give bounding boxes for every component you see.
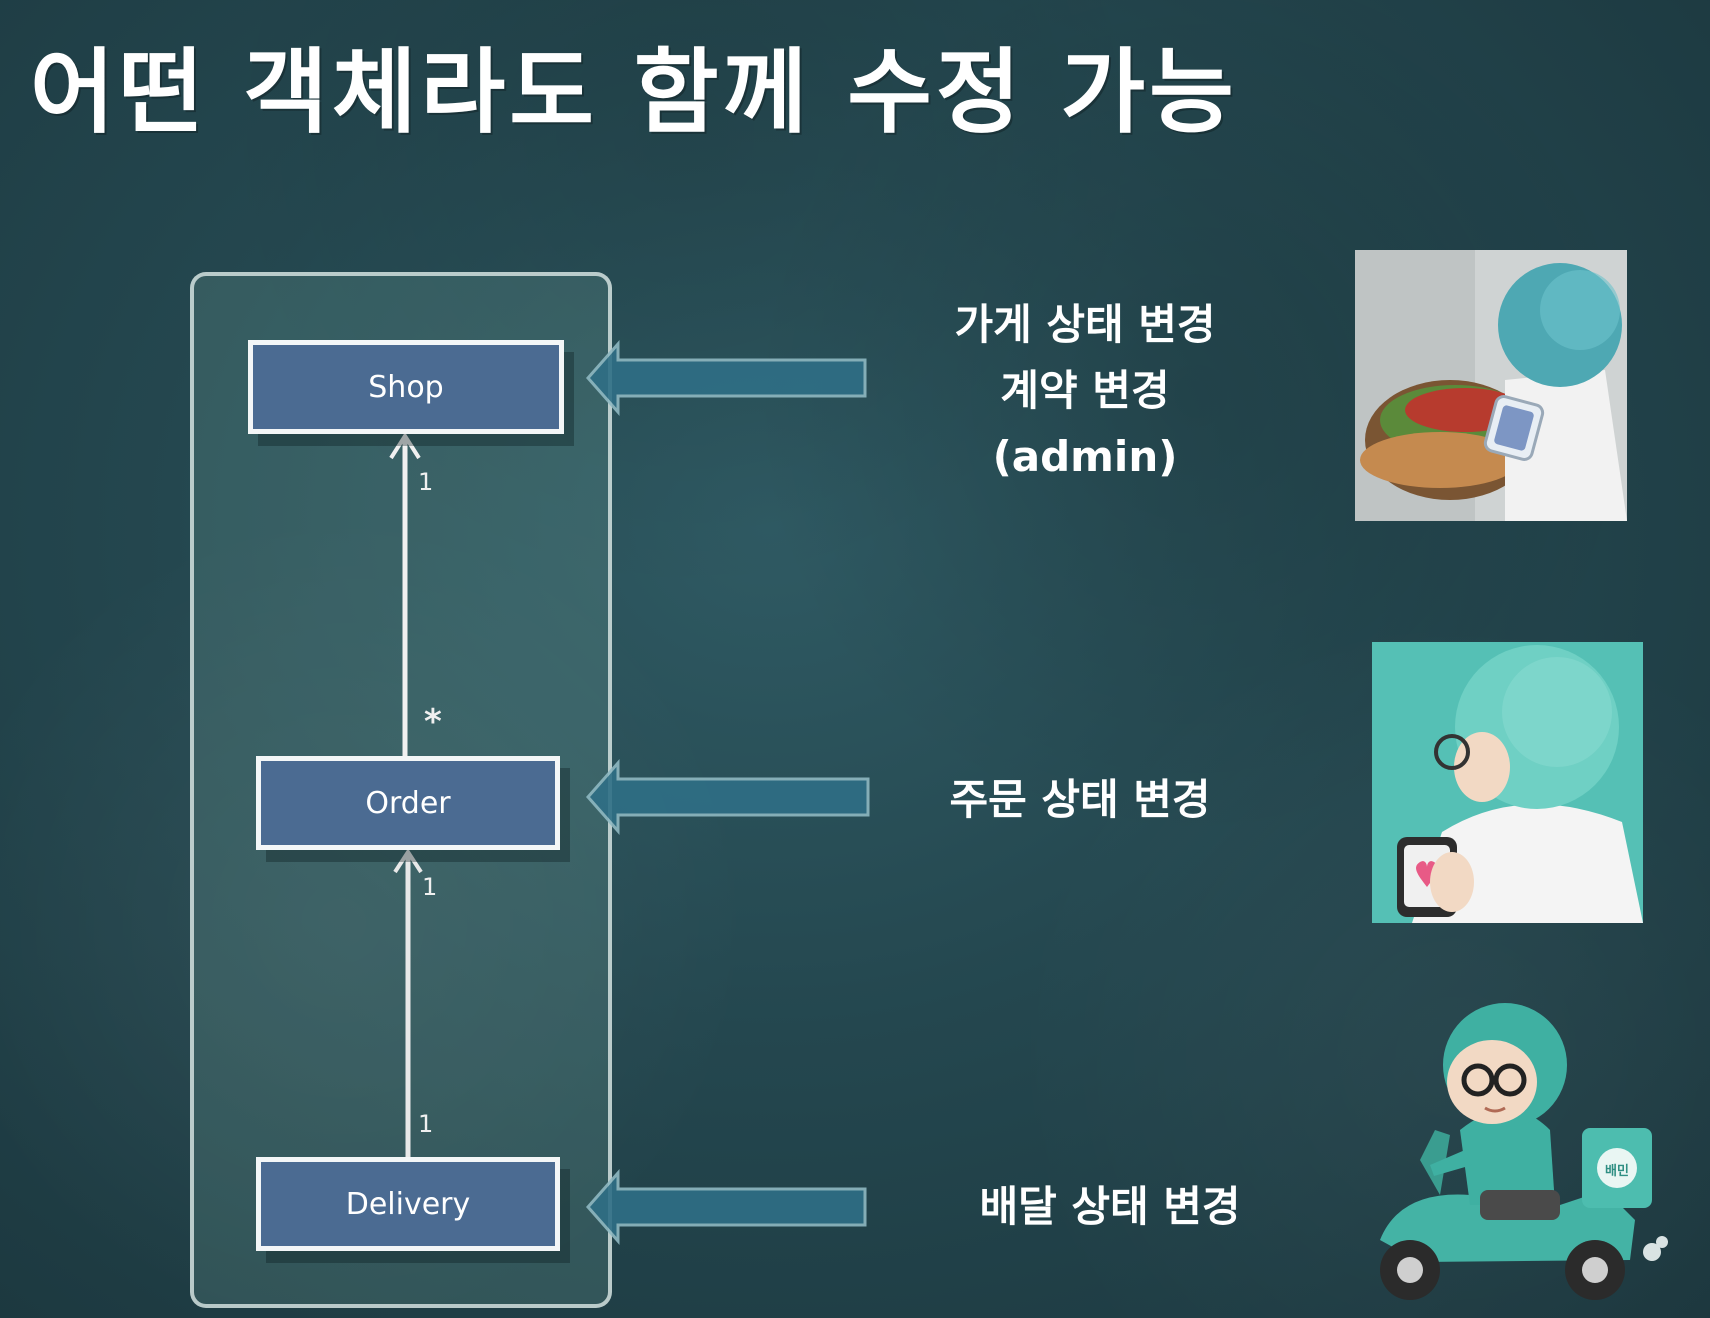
order-pointer-arrow [585, 759, 870, 835]
delivery-entity: Delivery [256, 1157, 560, 1251]
multiplicity-delivery-end: 1 [418, 1110, 434, 1138]
shop-pointer-arrow [585, 340, 867, 416]
shop-caption-line2: 계약 변경 [1000, 366, 1170, 415]
shop-caption-line1: 가게 상태 변경 [954, 300, 1216, 349]
page-title: 어떤 객체라도 함께 수정 가능 [30, 39, 1238, 146]
delivery-pointer-arrow [585, 1169, 867, 1245]
shop-entity: Shop [248, 340, 564, 434]
admin-character-icon [1355, 250, 1627, 521]
multiplicity-order-end: 1 [422, 873, 438, 901]
shop-caption-line3: (admin) [992, 432, 1178, 481]
delivery-rider-icon [1380, 1003, 1668, 1300]
customer-illustration [1372, 642, 1643, 923]
delivery-entity-label: Delivery [345, 1186, 471, 1222]
order-arrowhead [393, 848, 423, 874]
shop-entity-label: Shop [368, 369, 444, 405]
order-caption: 주문 상태 변경 [915, 767, 1245, 833]
admin-illustration [1355, 250, 1627, 521]
order-entity: Order [256, 756, 560, 850]
shop-caption: 가게 상태 변경 계약 변경 (admin) [920, 292, 1250, 490]
multiplicity-order-many: * [424, 702, 442, 742]
scooter-box-label: 배민 [1605, 1164, 1629, 1179]
delivery-caption: 배달 상태 변경 [945, 1174, 1275, 1240]
shop-arrowhead [389, 432, 421, 460]
order-entity-label: Order [365, 785, 451, 821]
delivery-caption-text: 배달 상태 변경 [979, 1182, 1241, 1231]
multiplicity-shop-end: 1 [418, 468, 434, 496]
customer-character-icon [1372, 642, 1643, 923]
rider-illustration: 배민 [1360, 990, 1670, 1308]
order-caption-text: 주문 상태 변경 [949, 775, 1211, 824]
